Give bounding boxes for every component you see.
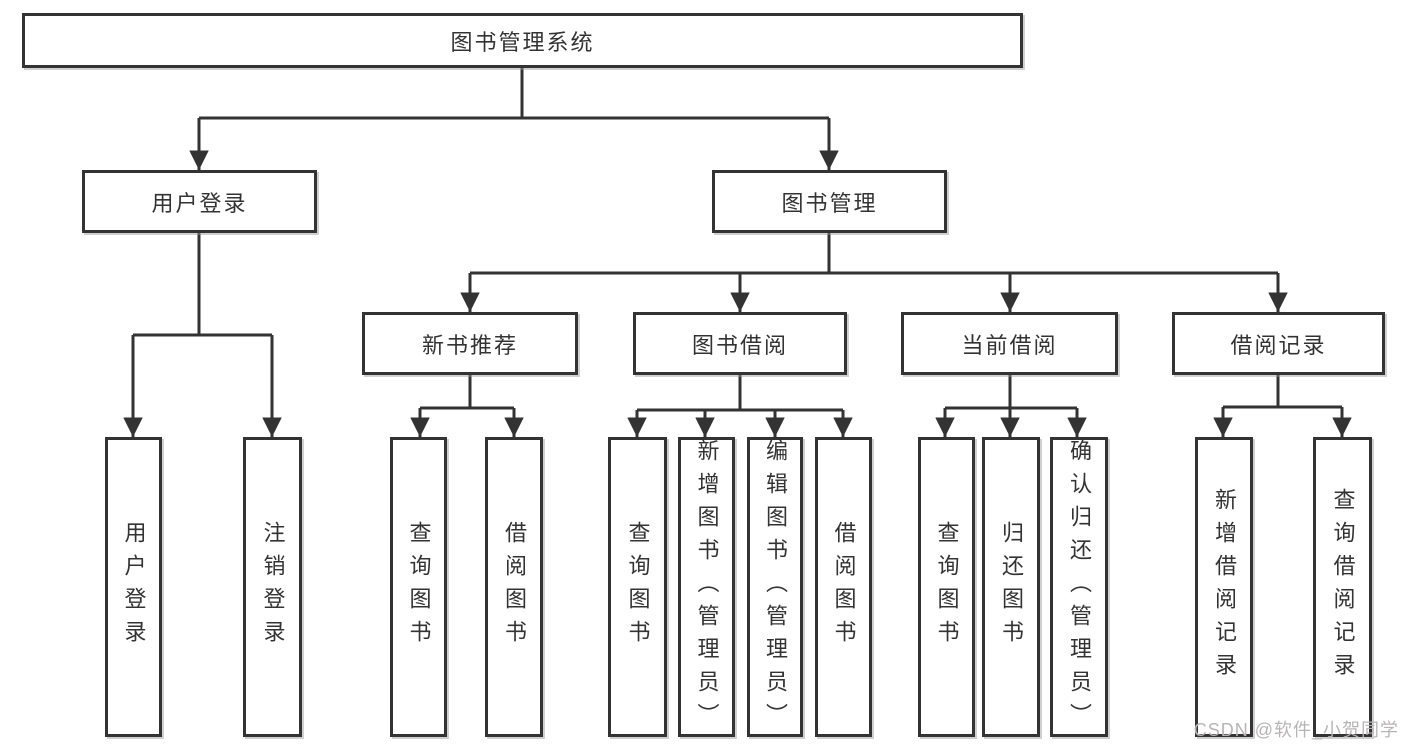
node-leaf-borrowing-query-books: 查询图书 (608, 437, 667, 737)
node-new-book-recommend-label: 新书推荐 (421, 332, 518, 358)
node-leaf-edit-books-admin: 编辑图书（管理员） (747, 437, 803, 737)
node-leaf-logout-label: 注销登录 (260, 521, 286, 653)
node-user-login-label: 用户登录 (151, 190, 248, 216)
node-borrowing-records: 借阅记录 (1172, 312, 1385, 375)
csdn-watermark: CSDN @软件_小贺同学 (1193, 720, 1399, 740)
node-leaf-add-books-admin: 新增图书（管理员） (678, 437, 735, 737)
node-current-borrowing: 当前借阅 (901, 312, 1118, 375)
node-user-login: 用户登录 (82, 170, 317, 233)
node-root-system: 图书管理系统 (22, 13, 1023, 68)
node-root-system-label: 图书管理系统 (450, 29, 595, 55)
node-leaf-return-books-label: 归还图书 (999, 521, 1024, 653)
node-leaf-borrowing-borrow-books-label: 借阅图书 (831, 521, 857, 653)
node-leaf-add-borrow-record-label: 新增借阅记录 (1212, 488, 1237, 686)
node-leaf-query-borrow-record: 查询借阅记录 (1313, 437, 1372, 737)
node-leaf-recommend-query-books: 查询图书 (390, 437, 447, 737)
node-leaf-current-query-books: 查询图书 (918, 437, 975, 737)
node-new-book-recommend: 新书推荐 (362, 312, 578, 375)
node-book-borrowing-label: 图书借阅 (691, 332, 788, 358)
node-current-borrowing-label: 当前借阅 (961, 332, 1058, 358)
node-leaf-user-login-label: 用户登录 (121, 521, 147, 653)
node-book-borrowing: 图书借阅 (633, 312, 847, 375)
node-leaf-recommend-borrow-books-label: 借阅图书 (502, 521, 527, 653)
node-leaf-recommend-query-books-label: 查询图书 (406, 521, 432, 653)
node-leaf-confirm-return-admin-label: 确认归还（管理员） (1067, 438, 1092, 736)
node-borrowing-records-label: 借阅记录 (1230, 332, 1327, 358)
node-leaf-current-query-books-label: 查询图书 (934, 521, 960, 653)
node-leaf-borrowing-query-books-label: 查询图书 (625, 521, 651, 653)
node-leaf-query-borrow-record-label: 查询借阅记录 (1330, 488, 1356, 686)
node-leaf-return-books: 归还图书 (982, 437, 1040, 737)
node-leaf-add-borrow-record: 新增借阅记录 (1195, 437, 1253, 737)
node-leaf-user-login: 用户登录 (105, 437, 162, 737)
node-leaf-borrowing-borrow-books: 借阅图书 (815, 437, 872, 737)
node-book-management-label: 图书管理 (781, 190, 878, 216)
node-leaf-logout: 注销登录 (243, 437, 302, 737)
node-leaf-recommend-borrow-books: 借阅图书 (485, 437, 543, 737)
node-leaf-confirm-return-admin: 确认归还（管理员） (1050, 437, 1108, 737)
node-book-management: 图书管理 (712, 170, 947, 233)
node-leaf-edit-books-admin-label: 编辑图书（管理员） (763, 438, 788, 736)
node-leaf-add-books-admin-label: 新增图书（管理员） (694, 438, 720, 736)
